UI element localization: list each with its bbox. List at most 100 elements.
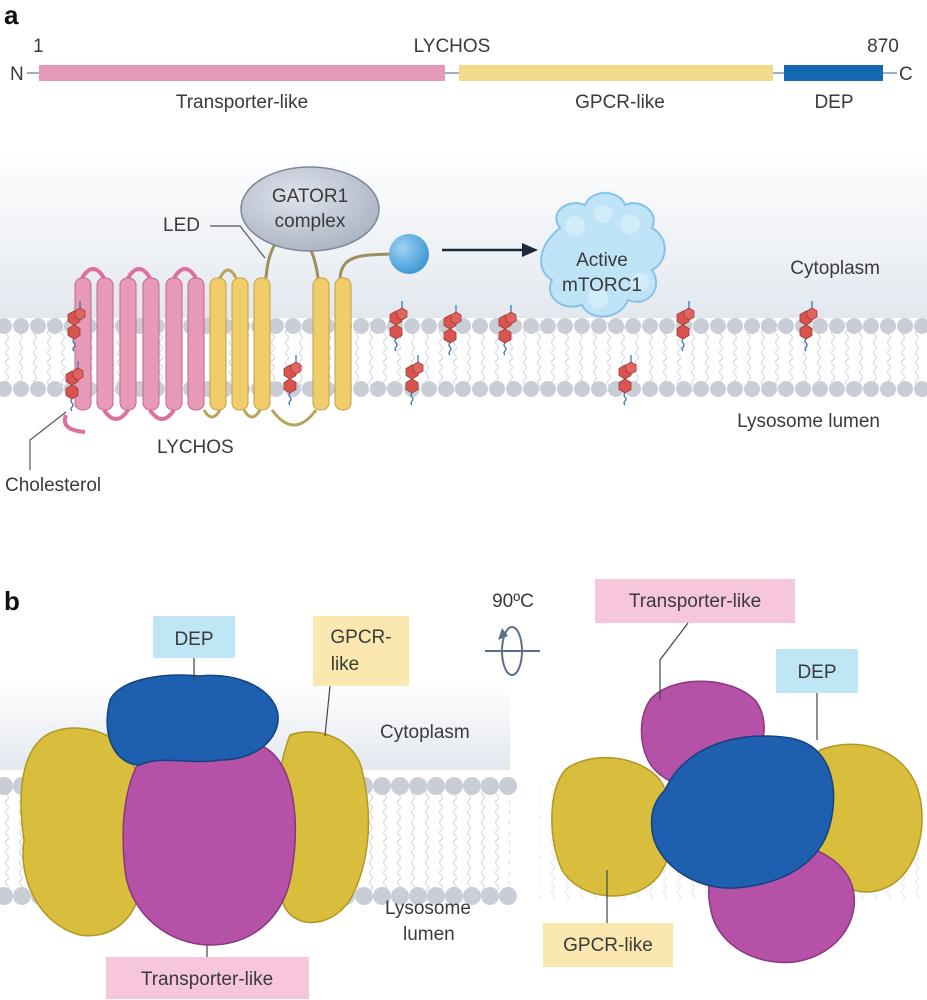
lipid-head — [591, 318, 607, 334]
gpcr-label-left-line2: like — [331, 654, 360, 675]
mtorc1-label-line1: Active — [576, 250, 628, 271]
lipid-head — [285, 318, 301, 334]
lipid-head — [472, 381, 488, 397]
mtorc1-complex — [540, 192, 666, 318]
transporter-label-left: Transporter-like — [141, 969, 273, 990]
cytoplasm-label-b: Cytoplasm — [380, 722, 470, 743]
lipid-head — [47, 318, 63, 334]
lipid-head — [761, 318, 777, 334]
lipid-head — [744, 318, 760, 334]
lipid-head — [812, 381, 828, 397]
lipid-head — [557, 318, 573, 334]
gpcr-label-box-left — [313, 616, 409, 686]
lipid-head — [829, 381, 845, 397]
gpcr-label: GPCR-like — [575, 92, 665, 113]
dep-domain — [784, 65, 883, 81]
dep-label-box-left — [153, 616, 235, 658]
lipid-head — [863, 381, 879, 397]
lipid-head — [499, 887, 517, 905]
lipid-head — [880, 381, 896, 397]
lipid-head — [409, 777, 427, 795]
lipid-head — [761, 381, 777, 397]
lipid-head — [846, 381, 862, 397]
lipid-head — [427, 887, 445, 905]
panel-a-letter: a — [4, 0, 19, 30]
led-pointer — [210, 225, 266, 259]
dep-label: DEP — [814, 92, 853, 113]
transporter-label-box-right — [595, 579, 795, 623]
lipid-head — [373, 777, 391, 795]
transporter-label: Transporter-like — [176, 92, 308, 113]
left-structure — [20, 674, 370, 946]
lipid-head — [812, 318, 828, 334]
lipid-head — [421, 318, 437, 334]
lipid-head — [421, 381, 437, 397]
dep-domain-ball — [389, 234, 429, 274]
dep-label-right: DEP — [797, 662, 836, 683]
lipid-head — [574, 318, 590, 334]
domain-bar: 1 LYCHOS 870 N C Transporter-like GPCR-l… — [10, 36, 913, 113]
cholesterol-pointer — [29, 411, 67, 470]
lipid-head — [914, 318, 927, 334]
lipid-head — [744, 381, 760, 397]
lipid-head — [659, 318, 675, 334]
lipid-head — [693, 381, 709, 397]
right-gpcr-surface-left — [551, 757, 674, 897]
lipid-head — [863, 318, 879, 334]
gator1-label-line1: GATOR1 — [272, 186, 348, 207]
lipid-head — [659, 381, 675, 397]
lipid-head — [608, 318, 624, 334]
lipid-head — [268, 381, 284, 397]
left-dep-surface — [106, 674, 279, 766]
transporter-domain — [39, 65, 445, 81]
right-dep-surface — [650, 735, 835, 889]
lipid-head — [693, 318, 709, 334]
lipid-head — [540, 381, 556, 397]
lipid-head — [481, 887, 499, 905]
lipid-head — [481, 777, 499, 795]
lipid-head — [268, 318, 284, 334]
lipid-head — [353, 381, 369, 397]
lipid-head — [445, 887, 463, 905]
lipid-head — [427, 777, 445, 795]
mtorc1-label-line2: mTORC1 — [562, 275, 642, 296]
lipid-head — [13, 318, 29, 334]
lipid-head — [404, 318, 420, 334]
protein-name: LYCHOS — [414, 36, 491, 57]
lipid-head — [914, 381, 927, 397]
lipid-head — [574, 381, 590, 397]
lumen-label-b-line1: Lysosome — [385, 898, 471, 919]
lipid-head — [387, 381, 403, 397]
transporter-label-box-left — [106, 957, 309, 999]
lipid-head — [30, 381, 46, 397]
lipid-head — [353, 318, 369, 334]
gator1-label-line2: complex — [275, 211, 346, 232]
start-residue: 1 — [33, 36, 44, 57]
lipid-head — [710, 381, 726, 397]
cytoplasm-label-a: Cytoplasm — [790, 258, 880, 279]
lipid-head — [625, 318, 641, 334]
lipid-head — [472, 318, 488, 334]
lipid-head — [540, 318, 556, 334]
cholesterol-label: Cholesterol — [5, 475, 101, 496]
lumen-label-b-line2: lumen — [403, 924, 455, 945]
lipid-bilayer-a — [0, 318, 927, 397]
lipid-head — [897, 381, 913, 397]
lipid-head — [409, 887, 427, 905]
rotation-label: 90ºC — [492, 591, 534, 612]
lychos-label-a: LYCHOS — [157, 437, 234, 458]
left-transporter-surface — [122, 735, 297, 946]
lipid-head — [506, 381, 522, 397]
lipid-head — [523, 318, 539, 334]
lipid-head — [880, 318, 896, 334]
lipid-head — [489, 381, 505, 397]
lipid-head — [778, 381, 794, 397]
lipid-head — [897, 318, 913, 334]
lipid-head — [557, 381, 573, 397]
lipid-head — [445, 777, 463, 795]
lipid-head — [391, 777, 409, 795]
rotation-icon — [485, 626, 540, 676]
gpcr-label-left-line1: GPCR- — [330, 627, 391, 648]
lipid-head — [463, 887, 481, 905]
